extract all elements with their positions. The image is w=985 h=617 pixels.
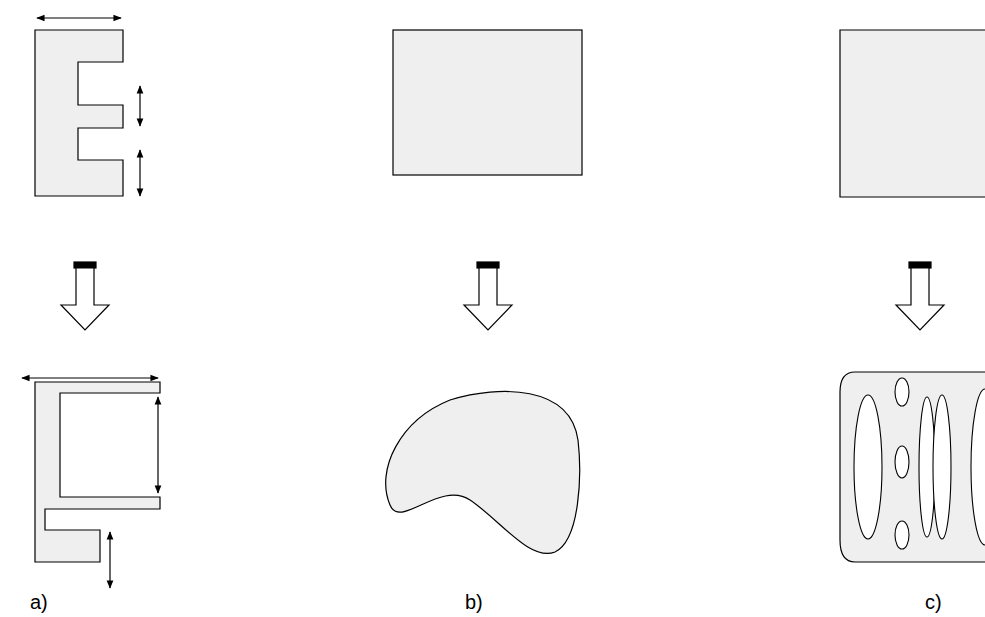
panel-label: a) — [30, 592, 48, 612]
panel-label: b) — [465, 592, 483, 612]
rectangle — [393, 30, 582, 175]
blob-shape — [386, 391, 580, 553]
down-arrow — [896, 268, 944, 330]
down-arrow — [61, 268, 109, 330]
deformed-e-shape — [35, 382, 160, 562]
arrow-cap — [909, 262, 931, 268]
e-shape — [35, 30, 123, 196]
rectangle — [840, 30, 985, 197]
cylinder — [840, 372, 985, 562]
panel-label: c) — [925, 592, 942, 612]
down-arrow — [464, 268, 512, 330]
arrow-cap — [74, 262, 96, 268]
arrow-cap — [477, 262, 499, 268]
